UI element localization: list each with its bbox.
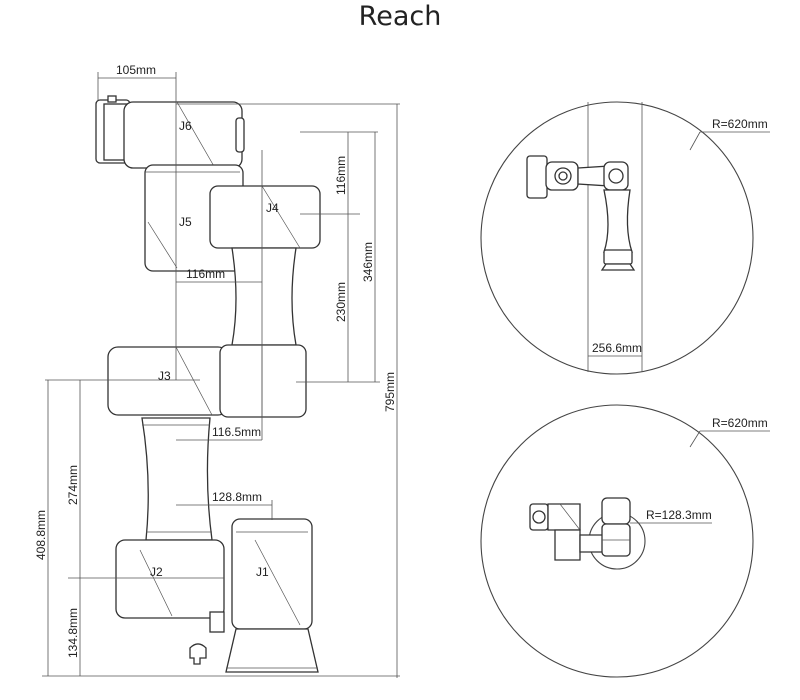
dim-134-8mm: 134.8mm	[66, 608, 80, 658]
label-j2: J2	[150, 565, 163, 579]
upper-radius-label: R=620mm	[712, 117, 768, 131]
label-j3: J3	[158, 369, 171, 383]
dim-795mm: 795mm	[383, 372, 397, 412]
label-j5: J5	[179, 215, 192, 229]
label-j1: J1	[256, 565, 269, 579]
dim-230mm: 230mm	[334, 282, 348, 322]
upper-arm-link	[141, 417, 213, 541]
top-view-lower	[480, 404, 770, 678]
top-view-upper	[480, 101, 770, 375]
joint-j3-body	[107, 344, 307, 418]
label-j6: J6	[179, 119, 192, 133]
page-title: Reach	[358, 1, 442, 32]
dim-128-8mm: 128.8mm	[212, 490, 262, 504]
lower-inner-radius-label: R=128.3mm	[646, 508, 712, 522]
upper-offset-label: 256.6mm	[592, 341, 642, 355]
dim-105mm: 105mm	[116, 63, 156, 77]
dim-116mm-top: 116mm	[334, 156, 348, 195]
dim-274mm: 274mm	[66, 465, 80, 505]
dim-116-5mm: 116.5mm	[212, 425, 261, 439]
joint-j4-body	[209, 185, 321, 249]
dimension-lines	[42, 72, 400, 678]
side-view-robot	[95, 95, 321, 673]
joint-j1-body	[189, 518, 319, 673]
joint-j6-body	[95, 95, 245, 169]
dim-408-8mm: 408.8mm	[34, 510, 48, 560]
dim-116mm-mid: 116mm	[186, 267, 225, 281]
dim-346mm: 346mm	[361, 242, 375, 282]
label-j4: J4	[266, 201, 279, 215]
lower-radius-label: R=620mm	[712, 416, 768, 430]
forearm-link	[231, 247, 297, 346]
joint-j2-body	[115, 539, 225, 619]
